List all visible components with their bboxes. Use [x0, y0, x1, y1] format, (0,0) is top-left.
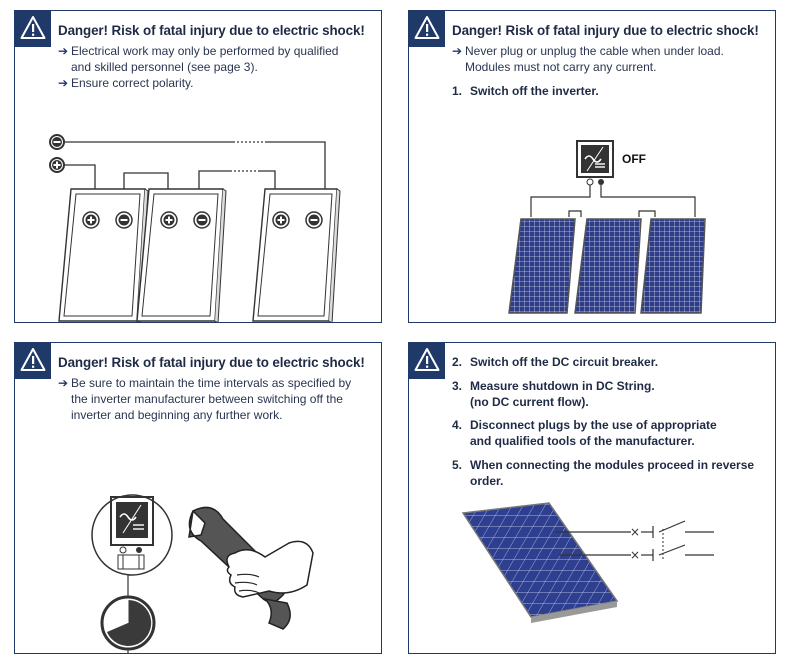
solar-module — [461, 502, 619, 623]
minus-terminal-icon — [305, 211, 323, 229]
bullet-text: inverter and beginning any further work. — [71, 408, 283, 422]
step-text: When connecting the modules proceed in r… — [470, 458, 755, 472]
bullet-text: Ensure correct polarity. — [71, 76, 194, 90]
plus-terminal-icon — [82, 211, 100, 229]
timer-clock-icon — [100, 595, 156, 651]
arrow-right-icon: ➔ — [452, 44, 463, 58]
bullet-item: ➔Be sure to maintain the time intervals … — [58, 375, 351, 423]
module-string-illustration — [49, 134, 341, 322]
open-contact-icon: × — [630, 525, 640, 539]
step-text: Switch off the inverter. — [470, 84, 599, 98]
bullet-text: Electrical work may only be performed by… — [71, 44, 339, 58]
arrow-right-icon: ➔ — [58, 376, 69, 390]
warning-badge — [409, 343, 445, 379]
step-number: 4. — [452, 418, 463, 432]
bullet-item: ➔Electrical work may only be performed b… — [58, 43, 338, 75]
step-text: Measure shutdown in DC String. — [470, 379, 655, 393]
step-number: 5. — [452, 458, 463, 472]
hand-icon — [226, 540, 314, 598]
bullet-text: Be sure to maintain the time intervals a… — [71, 376, 352, 390]
step-text: order. — [470, 474, 504, 488]
step-item: 5. When connecting the modules proceed in… — [452, 457, 754, 489]
minus-terminal-icon — [193, 211, 211, 229]
step-text: Switch off the DC circuit breaker. — [470, 355, 659, 369]
bullet-item: ➔Never plug or unplug the cable when und… — [452, 43, 724, 75]
solar-module — [640, 218, 706, 314]
solar-module — [574, 218, 642, 314]
panel-title: Danger! Risk of fatal injury due to elec… — [58, 355, 365, 370]
solar-module — [508, 218, 576, 314]
step-text: Disconnect plugs by the use of appropria… — [470, 418, 717, 432]
panel-polarity: Danger! Risk of fatal injury due to elec… — [14, 10, 382, 323]
warning-triangle-icon — [20, 348, 46, 371]
panel-title: Danger! Risk of fatal injury due to elec… — [58, 23, 365, 38]
panel-title: Danger! Risk of fatal injury due to elec… — [452, 23, 759, 38]
step-number: 3. — [452, 379, 463, 393]
open-contact-icon: × — [630, 548, 640, 562]
solar-module — [136, 188, 227, 322]
bullet-text: the inverter manufacturer between switch… — [71, 392, 343, 406]
plus-terminal-icon — [160, 211, 178, 229]
minus-terminal-icon — [115, 211, 133, 229]
warning-badge — [15, 11, 51, 47]
bullet-text: and skilled personnel (see page 3). — [71, 60, 258, 74]
warning-badge — [409, 11, 445, 47]
plus-terminal-icon — [272, 211, 290, 229]
step-item: 3. Measure shutdown in DC String. (no DC c… — [452, 378, 655, 410]
panel-shutdown-steps: 2. Switch off the DC circuit breaker. 3. M… — [408, 342, 776, 654]
warning-triangle-icon — [414, 348, 440, 371]
panel-switch-off-inverter: Danger! Risk of fatal injury due to elec… — [408, 10, 776, 323]
solar-module — [58, 188, 149, 322]
warning-badge — [15, 343, 51, 379]
bullet-item: ➔Ensure correct polarity. — [58, 75, 194, 91]
warning-triangle-icon — [20, 16, 46, 39]
plus-terminal-icon — [49, 157, 65, 173]
step-item: 2. Switch off the DC circuit breaker. — [452, 354, 658, 370]
arrow-right-icon: ➔ — [58, 44, 69, 58]
inverter-off-illustration — [508, 140, 706, 314]
minus-terminal-icon — [49, 134, 65, 150]
solar-module — [252, 188, 341, 322]
wait-and-tool-illustration — [91, 494, 314, 653]
bullet-text: Modules must not carry any current. — [465, 60, 657, 74]
step-item: 1. Switch off the inverter. — [452, 83, 599, 99]
step-text: (no DC current flow). — [470, 395, 589, 409]
arrow-right-icon: ➔ — [58, 76, 69, 90]
warning-triangle-icon — [414, 16, 440, 39]
step-item: 4. Disconnect plugs by the use of appropr… — [452, 417, 717, 449]
dc-breaker-icon — [641, 520, 714, 561]
panel-time-interval: Danger! Risk of fatal injury due to elec… — [14, 342, 382, 654]
off-label: OFF — [622, 152, 646, 166]
step-number: 1. — [452, 84, 463, 98]
inverter-icon — [576, 140, 614, 178]
bullet-text: Never plug or unplug the cable when unde… — [465, 44, 724, 58]
step-number: 2. — [452, 355, 463, 369]
dc-breaker-illustration: × × — [461, 502, 714, 623]
step-text: and qualified tools of the manufacturer. — [470, 434, 695, 448]
inverter-icon — [110, 496, 154, 546]
